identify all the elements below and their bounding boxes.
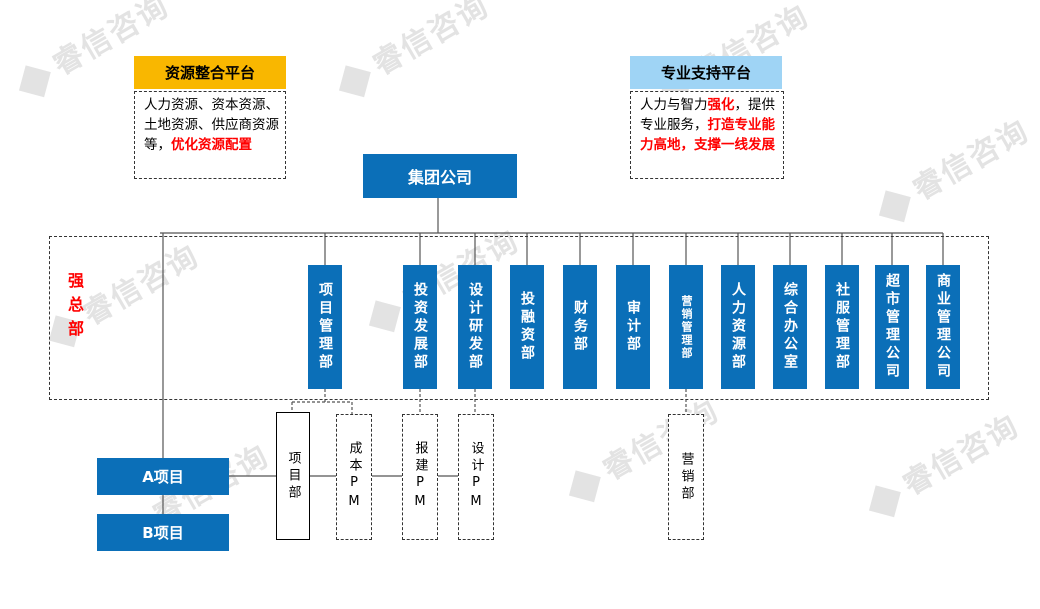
note-text: 人力与智力 <box>640 97 708 113</box>
project-department-node: 项目部 <box>276 412 310 540</box>
dept-audit: 审计部 <box>616 265 650 389</box>
dept-marketing-management: 营销管理部 <box>669 265 703 389</box>
support-platform-note: 人力与智力强化，提供专业服务，打造专业能力高地，支撑一线发展 <box>630 91 784 179</box>
project-b-node: B项目 <box>97 514 229 551</box>
permit-pm-node: 报建PM <box>402 414 438 540</box>
note-emphasis: 打造专业能力高地，支撑一线发展 <box>640 117 775 153</box>
dept-investment-financing: 投融资部 <box>510 265 544 389</box>
dept-finance: 财务部 <box>563 265 597 389</box>
note-emphasis: 强化 <box>707 97 735 113</box>
note-text: ，提供专业服务， <box>640 97 775 133</box>
group-company-node: 集团公司 <box>363 154 517 198</box>
dept-social-service-management: 社服管理部 <box>825 265 859 389</box>
cost-pm-node: 成本PM <box>336 414 372 540</box>
note-text: 人力资源、资本资源、土地资源、供应商资源等， <box>144 97 279 153</box>
dept-investment-development: 投资发展部 <box>403 265 437 389</box>
strong-hq-region <box>49 236 989 400</box>
marketing-department-node: 营销部 <box>668 414 704 540</box>
strong-hq-label: 强总部 <box>65 272 84 344</box>
dept-supermarket-management: 超市管理公司 <box>875 265 909 389</box>
dept-project-management: 项目管理部 <box>308 265 342 389</box>
dept-design-research: 设计研发部 <box>458 265 492 389</box>
dept-human-resources: 人力资源部 <box>721 265 755 389</box>
dept-commercial-management: 商业管理公司 <box>926 265 960 389</box>
note-emphasis: 优化资源配置 <box>171 137 252 153</box>
dept-general-office: 综合办公室 <box>773 265 807 389</box>
design-pm-node: 设计PM <box>458 414 494 540</box>
support-platform-banner: 专业支持平台 <box>630 56 782 89</box>
resource-platform-banner: 资源整合平台 <box>134 56 286 89</box>
resource-platform-note: 人力资源、资本资源、土地资源、供应商资源等，优化资源配置 <box>134 91 286 179</box>
project-a-node: A项目 <box>97 458 229 495</box>
